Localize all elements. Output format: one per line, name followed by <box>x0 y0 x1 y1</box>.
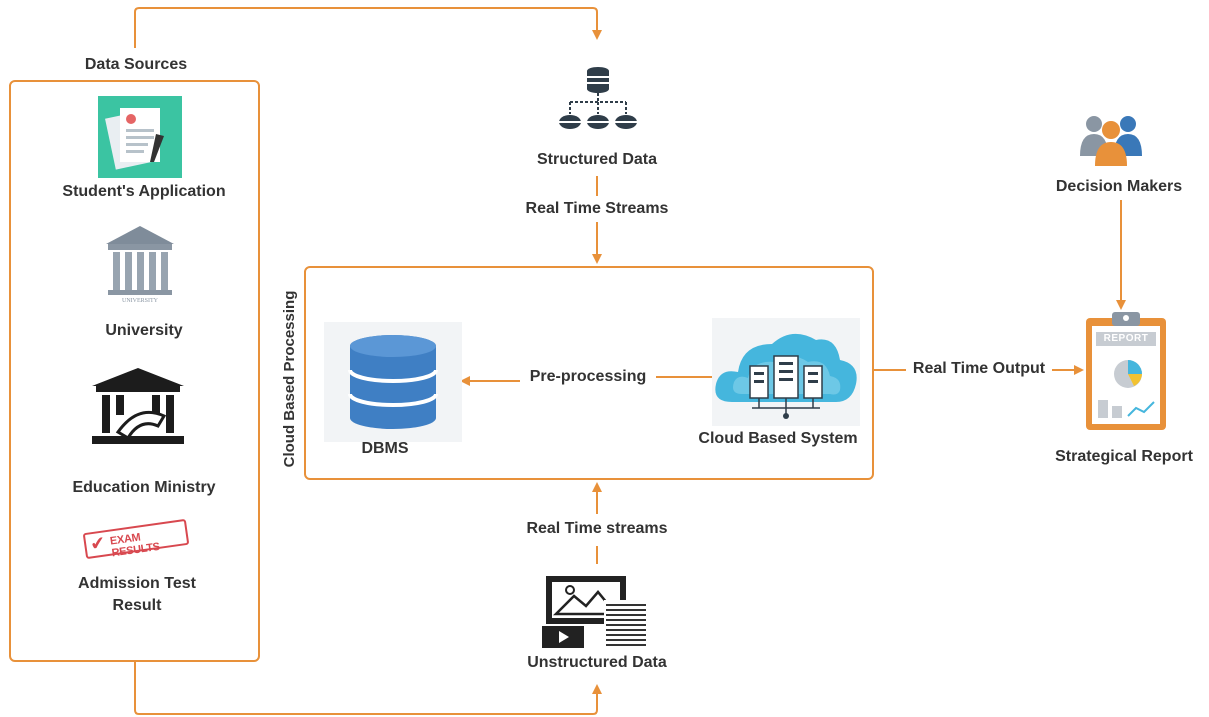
cloud-processing-panel <box>304 266 874 480</box>
decision-makers-label: Decision Makers <box>1055 178 1183 195</box>
university-building-icon: UNIVERSITY <box>106 226 174 304</box>
cloud-processing-title: Cloud Based Processing <box>281 290 298 468</box>
decision-makers-icon <box>1080 116 1142 166</box>
structured-stream-label: Real Time Streams <box>525 200 669 217</box>
source-label-university: University <box>105 322 183 339</box>
source-label-application: Student's Application <box>62 183 226 200</box>
preprocessing-label: Pre-processing <box>529 368 647 385</box>
unstructured-media-icon <box>542 576 648 648</box>
source-label-admission: Admission Test Result <box>78 575 196 614</box>
data-sources-panel <box>9 80 260 662</box>
strategical-report-icon <box>1086 312 1166 430</box>
arrow-sources-to-structured <box>134 7 602 48</box>
dbms-label: DBMS <box>361 440 409 457</box>
report-icon-text: REPORT <box>1103 333 1149 344</box>
structured-database-icon <box>559 67 637 129</box>
strategical-report-label: Strategical Report <box>1055 448 1193 465</box>
arrow-sources-to-unstructured <box>134 662 602 715</box>
cloud-server-icon <box>715 333 857 419</box>
data-sources-title: Data Sources <box>58 56 214 74</box>
source-label-ministry: Education Ministry <box>72 479 216 496</box>
application-form-icon <box>98 96 182 178</box>
unstructured-stream-label: Real Time streams <box>526 520 668 537</box>
structured-data-label: Structured Data <box>536 151 658 168</box>
cloud-system-label: Cloud Based System <box>698 430 858 447</box>
unstructured-data-label: Unstructured Data <box>527 654 667 671</box>
svg-text:UNIVERSITY: UNIVERSITY <box>122 298 159 304</box>
real-time-output-label: Real Time Output <box>912 360 1046 377</box>
dbms-database-icon <box>348 335 438 429</box>
check-icon: ✔ <box>88 532 107 555</box>
ministry-building-icon <box>92 368 184 444</box>
